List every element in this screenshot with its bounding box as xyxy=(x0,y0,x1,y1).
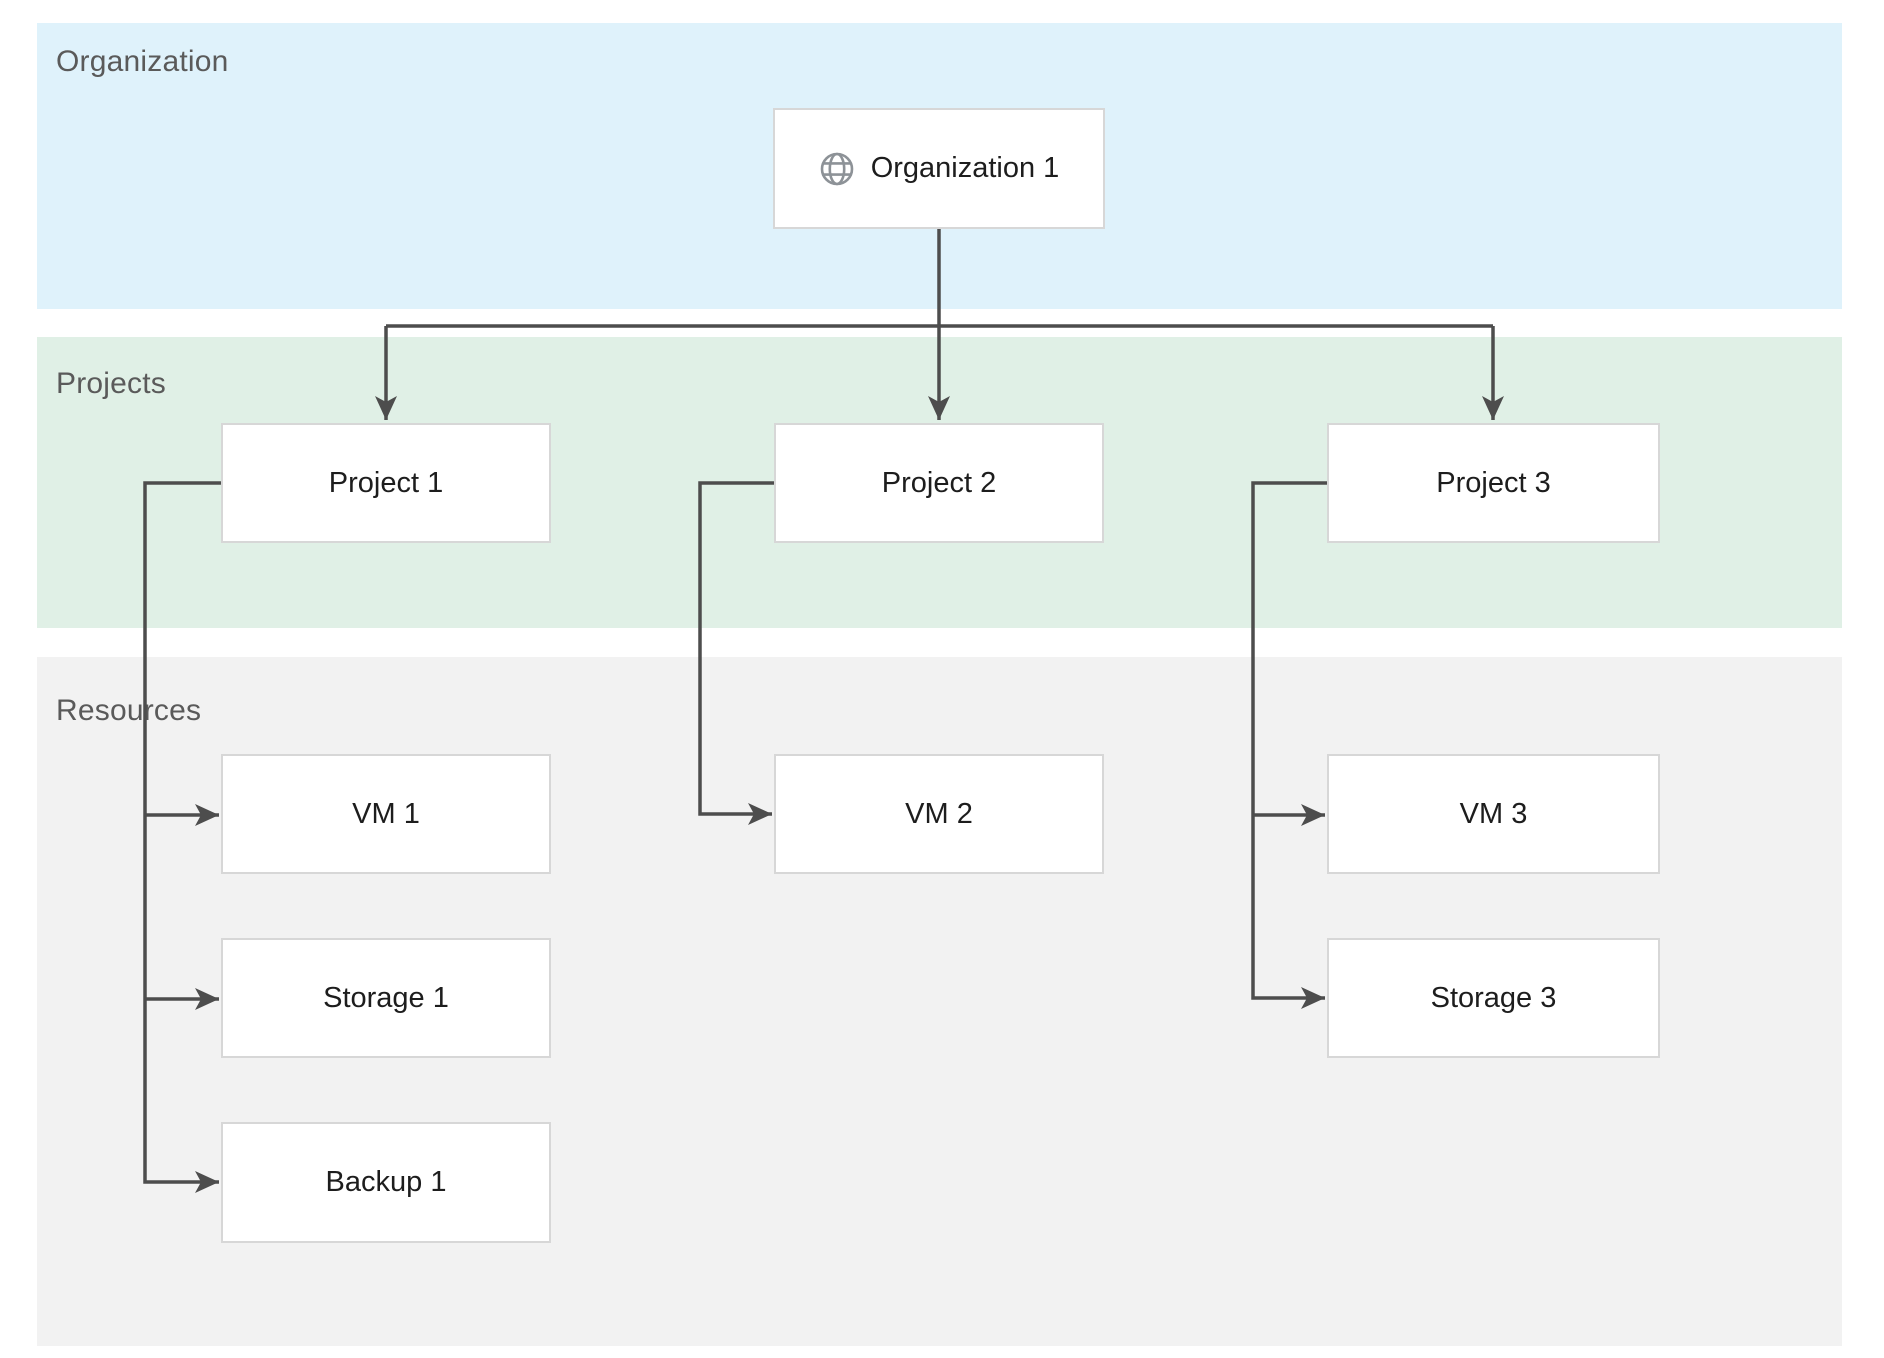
node-storage-3-label: Storage 3 xyxy=(1430,981,1557,1014)
node-vm-3: VM 3 xyxy=(1327,754,1660,874)
node-project-1-label: Project 1 xyxy=(328,466,444,499)
node-backup-1-label: Backup 1 xyxy=(325,1166,447,1198)
node-project-1: Project 1 xyxy=(221,423,551,543)
node-vm-1-label: VM 1 xyxy=(352,797,420,830)
node-storage-3: Storage 3 xyxy=(1327,938,1660,1058)
node-project-3-label: Project 3 xyxy=(1436,466,1551,499)
node-vm-1: VM 1 xyxy=(221,754,551,874)
node-project-3: Project 3 xyxy=(1327,423,1660,543)
band-resources-label: Resources xyxy=(56,694,202,727)
band-organization-label: Organization xyxy=(56,45,229,78)
globe-icon xyxy=(819,151,855,187)
node-project-2-label: Project 2 xyxy=(881,466,997,499)
band-projects-label: Projects xyxy=(56,367,166,400)
node-vm-3-label: VM 3 xyxy=(1459,797,1528,830)
node-vm-2-label: VM 2 xyxy=(905,797,973,830)
node-storage-1: Storage 1 xyxy=(221,938,551,1058)
node-vm-2: VM 2 xyxy=(774,754,1104,874)
node-organization-1: Organization 1 xyxy=(773,108,1105,229)
node-storage-1-label: Storage 1 xyxy=(323,981,449,1014)
node-project-2: Project 2 xyxy=(774,423,1104,543)
node-backup-1: Backup 1 xyxy=(221,1122,551,1243)
node-organization-1-label: Organization 1 xyxy=(870,152,1060,184)
